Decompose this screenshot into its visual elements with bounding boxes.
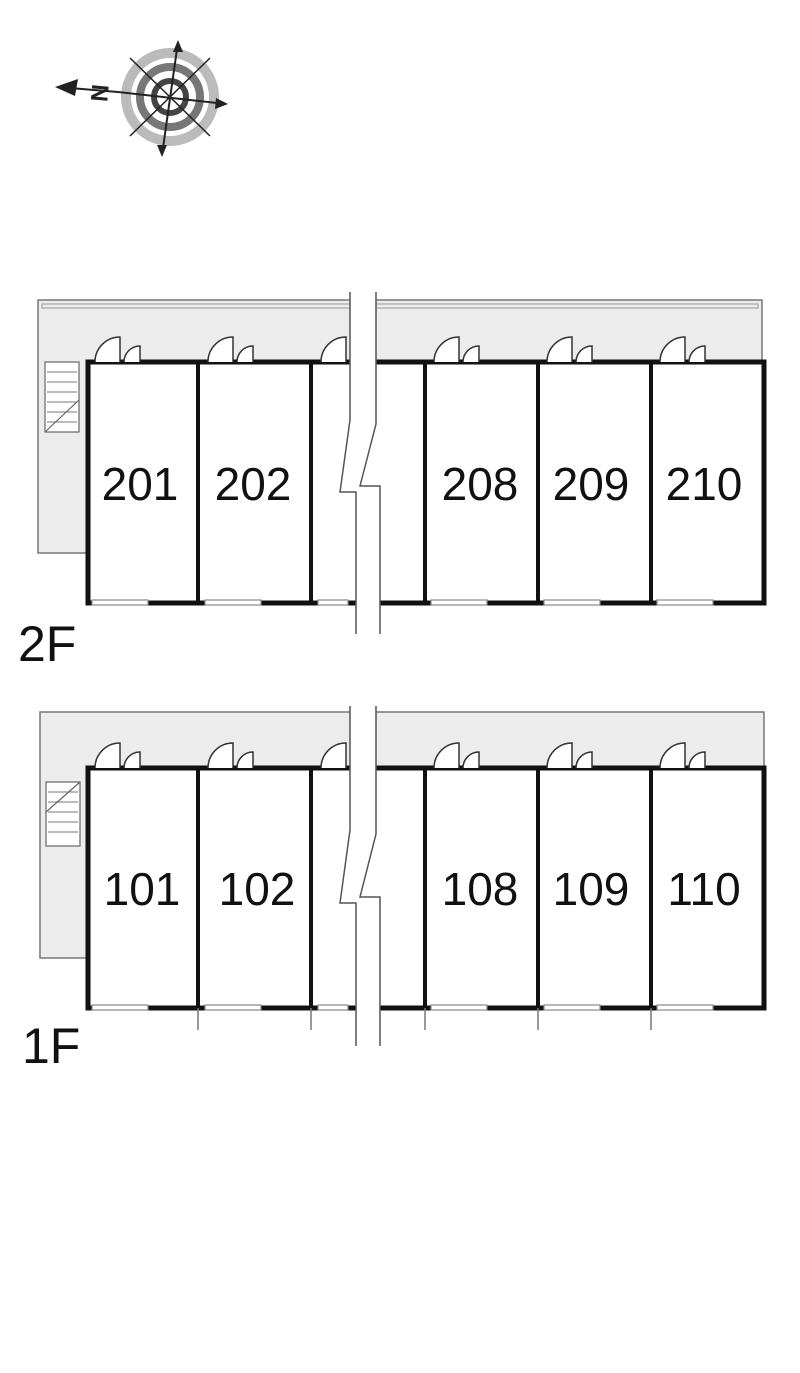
floor-2f: 201 202 208 209 210 2F bbox=[18, 292, 767, 672]
unit-label: 109 bbox=[553, 863, 630, 915]
unit-label: 101 bbox=[104, 863, 181, 915]
windows-1f bbox=[91, 1004, 714, 1011]
doors-1f bbox=[94, 742, 706, 769]
floor-1f: 101 102 108 109 110 1F bbox=[22, 706, 767, 1074]
doors-2f bbox=[94, 336, 706, 363]
compass: N bbox=[55, 40, 228, 157]
break-line-right-1f bbox=[359, 706, 381, 1046]
compass-ring-mid bbox=[136, 63, 204, 131]
compass-east-arrow-icon bbox=[215, 98, 228, 109]
windows-2f bbox=[91, 599, 714, 606]
break-line-left-1f bbox=[339, 706, 357, 1046]
unit-label: 102 bbox=[219, 863, 296, 915]
north-letter: N bbox=[86, 83, 114, 103]
north-arrow-icon bbox=[55, 79, 78, 96]
break-line-right-2f bbox=[359, 292, 381, 634]
unit-label: 210 bbox=[666, 458, 743, 510]
compass-line-4 bbox=[129, 57, 211, 137]
unit-label: 110 bbox=[667, 863, 740, 915]
break-line-left-2f bbox=[339, 292, 357, 634]
unit-label: 201 bbox=[102, 458, 179, 510]
unit-label: 208 bbox=[442, 458, 519, 510]
compass-ring-outer bbox=[121, 48, 219, 146]
staircase-1f bbox=[45, 781, 81, 847]
compass-top-arrow-icon bbox=[173, 40, 183, 52]
staircase-2f bbox=[44, 361, 80, 433]
wall-extensions-1f bbox=[197, 1008, 652, 1030]
floor-label: 2F bbox=[18, 616, 76, 672]
unit-label: 202 bbox=[215, 458, 292, 510]
unit-label: 209 bbox=[553, 458, 630, 510]
unit-label: 108 bbox=[442, 863, 519, 915]
compass-north-shaft bbox=[69, 87, 119, 93]
compass-south-arrow-icon bbox=[157, 145, 167, 157]
corridor-2f-inner-edge bbox=[41, 303, 759, 309]
floor-label: 1F bbox=[22, 1018, 80, 1074]
